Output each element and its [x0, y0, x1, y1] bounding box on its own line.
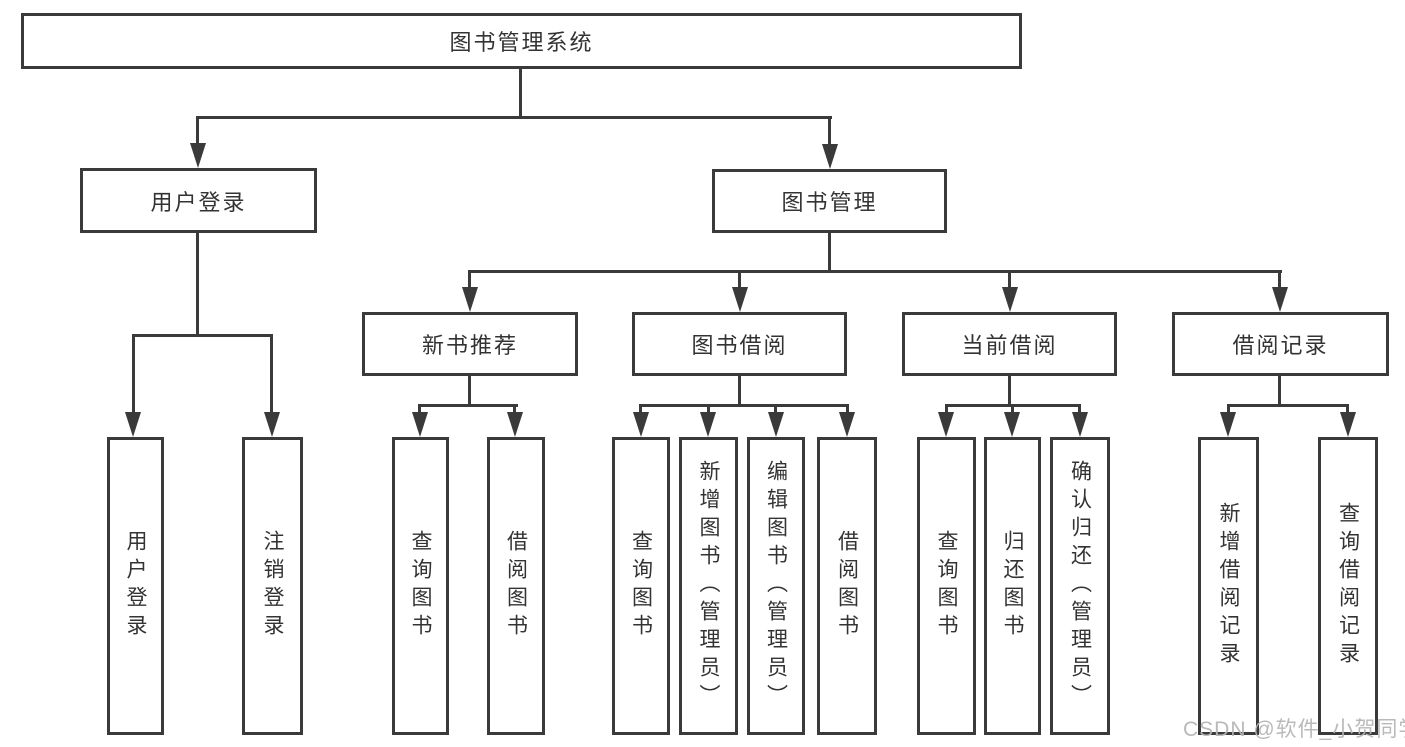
leaf-records-add-record: 新增借阅记录 [1198, 437, 1259, 735]
leaf-borrow-borrow-books-label: 借阅图书 [835, 530, 859, 642]
leaf-records-query-record-label: 查询借阅记录 [1336, 502, 1360, 670]
leaf-current-confirm-return-admin: 确认归还（管理员） [1050, 437, 1110, 735]
arrowhead-b-edit [768, 412, 784, 437]
connector-mgmt-drop [828, 233, 831, 272]
connector-stem-nr-borrow [513, 404, 516, 414]
arrowhead-c-confirm [1072, 412, 1088, 437]
leaf-borrow-edit-books-admin: 编辑图书（管理员） [747, 437, 805, 735]
leaf-borrow-query-books: 查询图书 [612, 437, 670, 735]
connector-stem-c-query [945, 404, 948, 414]
leaf-borrow-add-books-admin: 新增图书（管理员） [679, 437, 738, 735]
csdn-watermark: CSDN @软件_小贺同学 [1183, 718, 1405, 741]
arrowhead-b-borrow [839, 412, 855, 437]
leaf-current-return-books-label: 归还图书 [1001, 530, 1024, 642]
connector-stem-b-borrow [846, 404, 849, 414]
connector-stem-c-confirm [1078, 404, 1081, 414]
connector-mgmt-rail [468, 270, 1282, 273]
node-book-management: 图书管理 [712, 169, 947, 233]
leaf-borrow-edit-books-admin-label: 编辑图书（管理员） [764, 460, 788, 712]
connector-root-rail [196, 116, 832, 119]
connector-borrow-drop [738, 376, 741, 406]
node-borrow-records: 借阅记录 [1172, 312, 1389, 376]
connector-newrec-drop [468, 376, 471, 406]
arrowhead-current [1002, 287, 1018, 312]
node-current-borrowing: 当前借阅 [902, 312, 1117, 376]
connector-records-rail [1227, 404, 1349, 407]
connector-stem-r-add [1227, 404, 1230, 414]
node-library-system: 图书管理系统 [21, 13, 1022, 69]
connector-stem-b-add [707, 404, 710, 414]
arrowhead-mgmt [822, 144, 838, 169]
leaf-borrow-query-books-label: 查询图书 [629, 530, 653, 642]
leaf-current-confirm-return-admin-label: 确认归还（管理员） [1068, 460, 1092, 712]
node-user-login: 用户登录 [80, 168, 317, 233]
arrowhead-records [1272, 287, 1288, 312]
leaf-records-query-record: 查询借阅记录 [1318, 437, 1378, 735]
arrowhead-r-query [1340, 412, 1356, 437]
connector-stem-c-return [1011, 404, 1014, 414]
arrowhead-nr-borrow [507, 412, 523, 437]
connector-records-drop [1278, 376, 1281, 406]
connector-stem-current [1008, 270, 1011, 289]
node-new-book-recommend: 新书推荐 [362, 312, 578, 376]
connector-stem-newrec [468, 270, 471, 289]
leaf-borrow-add-books-admin-label: 新增图书（管理员） [697, 460, 720, 712]
connector-stem-login-do [132, 334, 135, 413]
connector-root-drop [519, 67, 522, 119]
leaf-user-login-label: 用户登录 [124, 530, 147, 642]
connector-login-drop [196, 232, 199, 336]
arrowhead-borrow [732, 287, 748, 312]
connector-stem-b-query [639, 404, 642, 414]
connector-stem-nr-query [418, 404, 421, 414]
leaf-current-query-books-label: 查询图书 [935, 530, 958, 642]
leaf-newrec-borrow-books: 借阅图书 [487, 437, 545, 735]
connector-stem-borrow [738, 270, 741, 289]
connector-stem-r-query [1346, 404, 1349, 414]
arrowhead-logout [264, 412, 280, 437]
node-book-borrowing: 图书借阅 [632, 312, 847, 376]
arrowhead-nr-query [412, 412, 428, 437]
arrowhead-c-return [1004, 412, 1020, 437]
arrowhead-newrec [462, 287, 478, 312]
leaf-logout: 注销登录 [242, 437, 303, 735]
connector-borrow-rail [639, 404, 849, 407]
arrowhead-b-add [700, 412, 716, 437]
leaf-newrec-query-books: 查询图书 [392, 437, 449, 735]
connector-stem-login [196, 116, 199, 146]
arrowhead-r-add [1220, 412, 1236, 437]
leaf-current-return-books: 归还图书 [984, 437, 1041, 735]
leaf-newrec-query-books-label: 查询图书 [409, 530, 432, 642]
connector-stem-b-edit [774, 404, 777, 414]
connector-stem-mgmt [828, 116, 831, 146]
leaf-newrec-borrow-books-label: 借阅图书 [504, 530, 528, 642]
leaf-records-add-record-label: 新增借阅记录 [1217, 502, 1240, 670]
arrowhead-b-query [633, 412, 649, 437]
arrowhead-c-query [938, 412, 954, 437]
connector-login-rail [132, 334, 273, 337]
connector-newrec-rail [418, 404, 518, 407]
leaf-borrow-borrow-books: 借阅图书 [817, 437, 877, 735]
arrowhead-login-do [125, 412, 141, 437]
leaf-user-login: 用户登录 [107, 437, 164, 735]
leaf-current-query-books: 查询图书 [917, 437, 976, 735]
connector-stem-records [1278, 270, 1281, 289]
connector-stem-logout [270, 334, 273, 413]
leaf-logout-label: 注销登录 [261, 530, 284, 642]
arrowhead-login [190, 143, 206, 168]
connector-current-drop [1008, 376, 1011, 406]
